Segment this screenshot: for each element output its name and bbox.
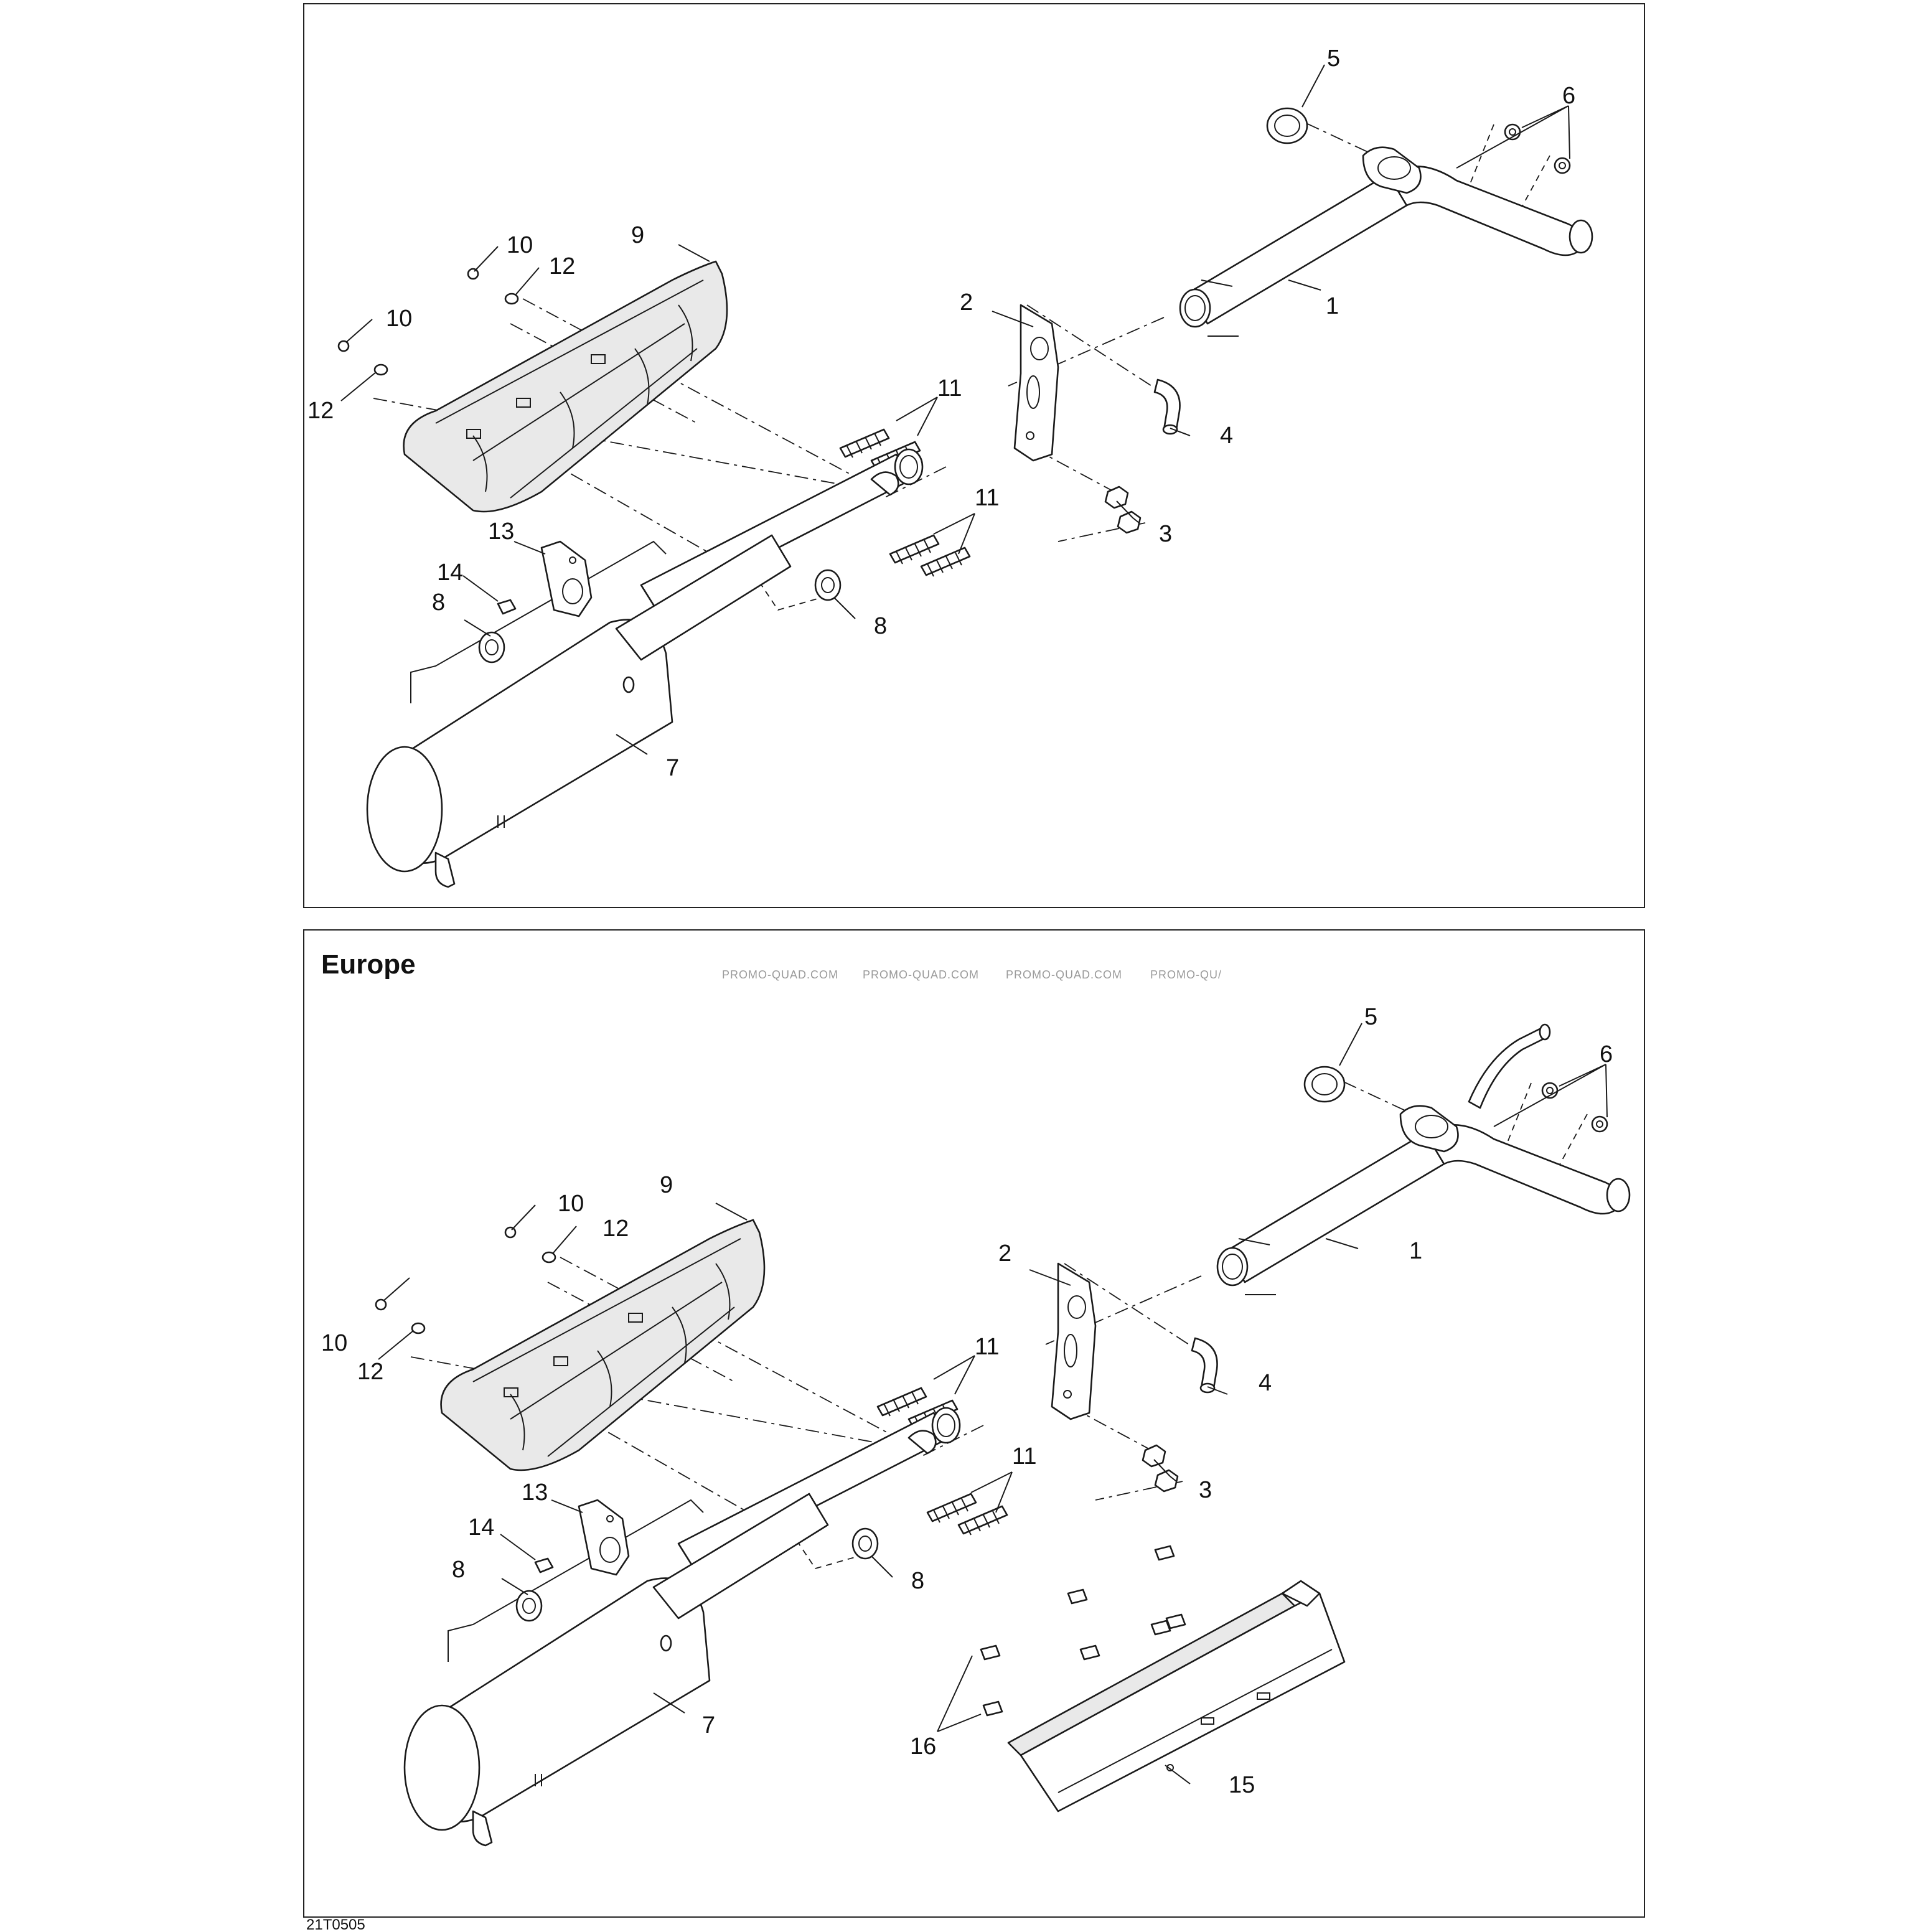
callout-bottom: 2 bbox=[998, 1240, 1011, 1267]
callout-bottom: 7 bbox=[702, 1712, 715, 1738]
panel-top: 5 6 1 2 3 4 7 8 8 9 10 10 11 11 12 12 13… bbox=[307, 45, 1593, 888]
callout-top: 11 bbox=[937, 375, 962, 401]
callout-bottom: 9 bbox=[660, 1172, 673, 1198]
callout-bottom: 3 bbox=[1199, 1477, 1212, 1503]
callout-bottom: 10 bbox=[321, 1330, 347, 1356]
callout-top: 7 bbox=[666, 755, 679, 781]
figure-reference: 21T0505 bbox=[306, 1916, 365, 1932]
callout-top: 1 bbox=[1326, 293, 1339, 319]
callout-bottom: 5 bbox=[1364, 1004, 1377, 1030]
callout-top: 13 bbox=[488, 518, 514, 545]
callout-top: 3 bbox=[1159, 521, 1172, 547]
callout-top: 10 bbox=[507, 232, 533, 258]
callout-bottom: 8 bbox=[452, 1557, 465, 1583]
callout-bottom: 11 bbox=[975, 1334, 999, 1360]
callout-bottom: 15 bbox=[1229, 1772, 1255, 1798]
callout-top: 5 bbox=[1327, 45, 1340, 72]
callout-top: 10 bbox=[386, 306, 412, 332]
callout-top: 12 bbox=[549, 253, 575, 279]
callout-bottom: 12 bbox=[357, 1359, 383, 1385]
callout-bottom: 1 bbox=[1409, 1238, 1422, 1264]
panel-bottom-frame bbox=[303, 929, 1645, 1918]
callout-top: 11 bbox=[975, 485, 999, 511]
callout-bottom: 12 bbox=[603, 1216, 629, 1242]
callout-bottom: 16 bbox=[910, 1733, 936, 1760]
panel-title: Europe bbox=[321, 949, 416, 980]
callout-bottom: 14 bbox=[468, 1514, 494, 1540]
callout-top: 2 bbox=[960, 289, 973, 316]
watermark-text: PROMO-QUAD.COM bbox=[1006, 968, 1122, 981]
panel-top-frame bbox=[303, 3, 1645, 908]
callout-bottom: 4 bbox=[1259, 1370, 1272, 1396]
watermark-text: PROMO-QUAD.COM bbox=[722, 968, 838, 981]
watermark-text: PROMO-QUAD.COM bbox=[863, 968, 979, 981]
callout-bottom: 11 bbox=[1012, 1443, 1036, 1470]
callout-top: 8 bbox=[432, 589, 445, 616]
callout-top: 4 bbox=[1220, 423, 1233, 449]
watermark-text: PROMO-QU/ bbox=[1150, 968, 1222, 981]
callout-top: 12 bbox=[307, 398, 334, 424]
callout-bottom: 13 bbox=[522, 1479, 548, 1506]
callout-bottom: 6 bbox=[1600, 1041, 1613, 1067]
callout-bottom: 10 bbox=[558, 1191, 584, 1217]
callout-top: 14 bbox=[437, 560, 463, 586]
callout-top: 6 bbox=[1562, 83, 1575, 109]
callout-bottom: 8 bbox=[911, 1568, 924, 1594]
panel-bottom: Europe PROMO-QUAD.COM PROMO-QUAD.COM PRO… bbox=[321, 949, 1631, 1847]
callout-top: 8 bbox=[874, 613, 887, 639]
callout-top: 9 bbox=[631, 222, 644, 248]
